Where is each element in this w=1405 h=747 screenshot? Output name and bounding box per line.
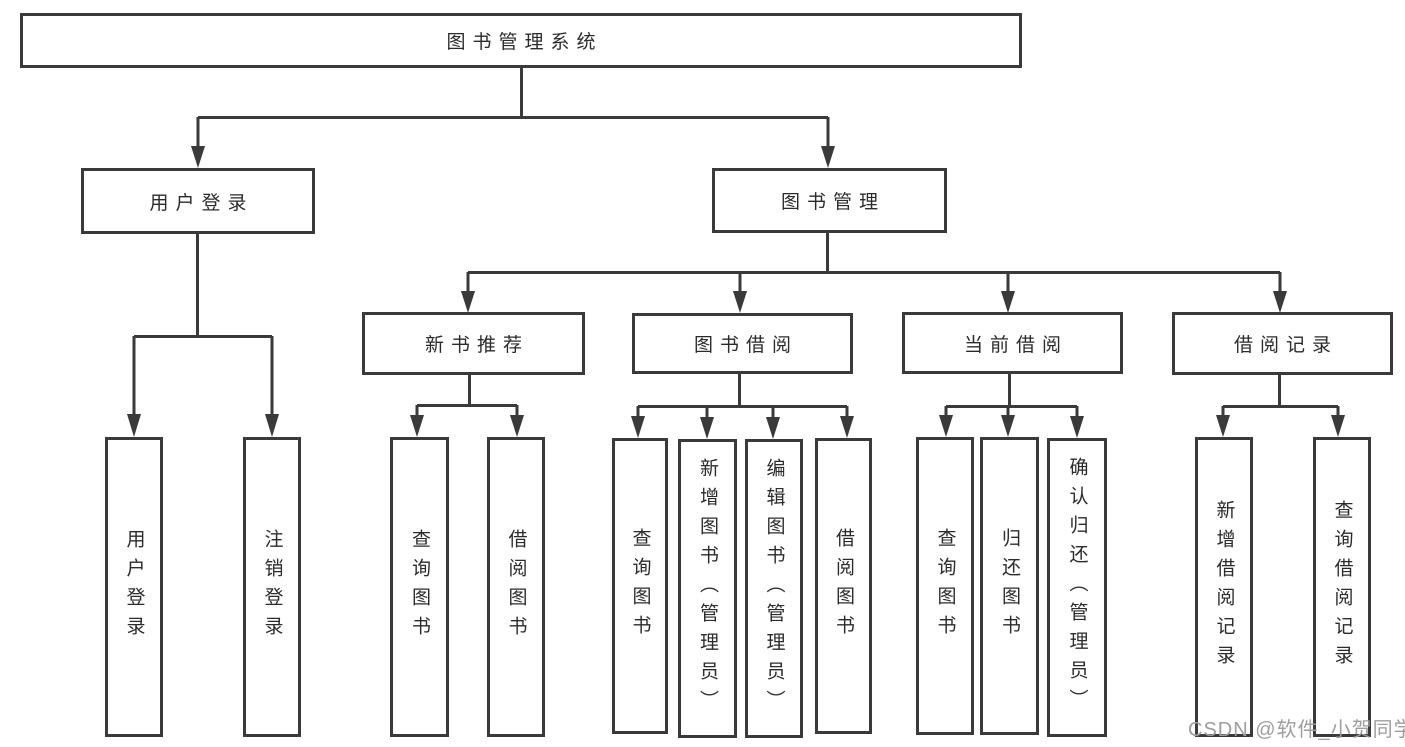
node-nb-query-books: 查询图书	[390, 437, 449, 737]
node-bb-add-books-admin: 新增图书（管理员）	[678, 439, 737, 738]
node-label: 新增图书（管理员）	[697, 458, 718, 719]
node-label: 查询借阅记录	[1331, 500, 1353, 674]
node-current-borrowing: 当前借阅	[902, 312, 1123, 374]
node-label: 用户登录	[123, 529, 145, 645]
arrowheads	[127, 146, 1345, 439]
node-cb-return-books: 归还图书	[980, 437, 1039, 735]
node-label: 编辑图书（管理员）	[763, 458, 785, 719]
node-logout-leaf: 注销登录	[243, 437, 301, 737]
node-label: 查询图书	[409, 529, 430, 645]
node-cb-query-books: 查询图书	[916, 437, 974, 735]
node-book-management: 图书管理	[712, 168, 947, 233]
node-br-query-record: 查询借阅记录	[1313, 437, 1371, 737]
node-br-add-record: 新增借阅记录	[1195, 437, 1253, 737]
csdn-watermark: CSDN @软件_小贺同学	[1188, 719, 1405, 741]
node-user-login-leaf: 用户登录	[105, 437, 163, 737]
node-bb-edit-books-admin: 编辑图书（管理员）	[745, 439, 803, 738]
node-cb-confirm-return-admin: 确认归还（管理员）	[1047, 438, 1107, 737]
node-label: 借阅图书	[505, 529, 527, 645]
node-label: 确认归还（管理员）	[1066, 457, 1088, 718]
connector-lines	[132, 68, 1340, 419]
node-user-login: 用户登录	[81, 168, 315, 234]
node-book-borrowing: 图书借阅	[632, 313, 853, 374]
node-nb-borrow-books: 借阅图书	[487, 437, 545, 737]
node-label: 注销登录	[261, 529, 283, 645]
node-bb-query-books: 查询图书	[612, 438, 668, 734]
node-label: 查询图书	[934, 528, 956, 644]
node-borrow-records: 借阅记录	[1172, 312, 1393, 375]
node-bb-borrow-books: 借阅图书	[815, 438, 872, 734]
node-library-system: 图书管理系统	[20, 13, 1022, 68]
node-label: 借阅图书	[833, 528, 854, 644]
node-label: 归还图书	[999, 528, 1020, 644]
node-label: 新增借阅记录	[1213, 500, 1235, 674]
node-new-book-recommend: 新书推荐	[362, 312, 585, 375]
node-label: 查询图书	[629, 528, 651, 644]
